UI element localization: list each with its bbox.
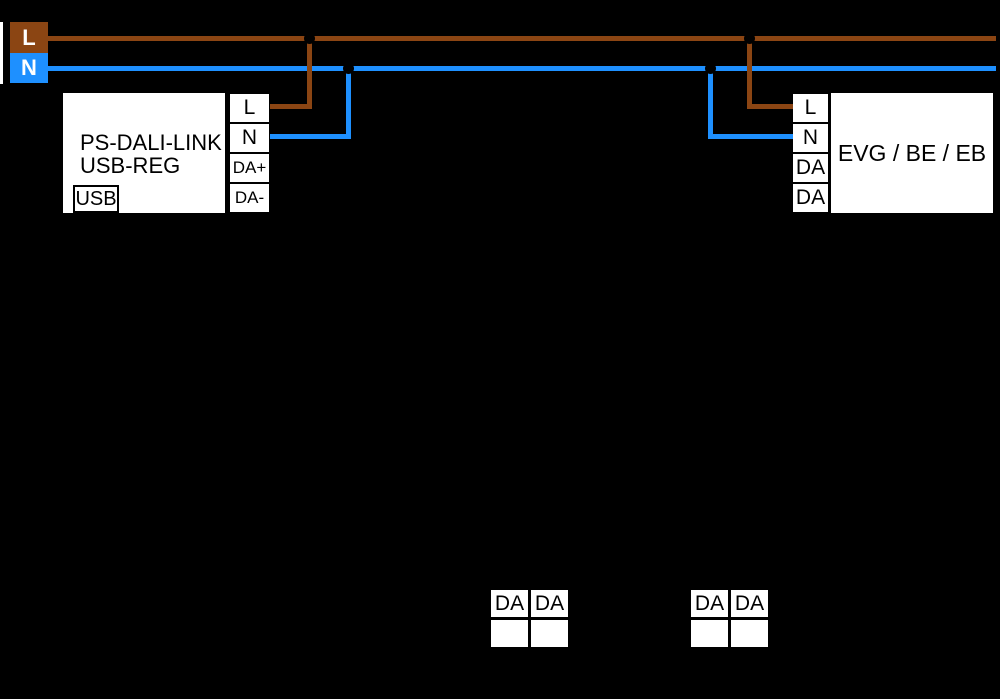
evg-neutral-drop-horizontal bbox=[708, 134, 793, 139]
ps-neutral-drop-horizontal bbox=[270, 134, 351, 139]
dali-device-2-terminal-da-2: DA bbox=[731, 590, 768, 617]
ps-neutral-drop-vertical bbox=[346, 66, 351, 139]
dali-device-1-terminal-blank-2 bbox=[531, 620, 568, 647]
dali-device-2-terminal-blank-1 bbox=[691, 620, 728, 647]
evg-live-drop-horizontal bbox=[747, 104, 793, 109]
live-bus-wire bbox=[48, 36, 996, 41]
left-edge-crop-artifact bbox=[0, 22, 3, 84]
evg-terminal-da-1: DA bbox=[793, 154, 828, 182]
ps-terminal-n: N bbox=[230, 124, 269, 152]
dali-control-device-1: DA DA bbox=[491, 590, 568, 647]
evg-live-drop-vertical bbox=[747, 36, 752, 109]
supply-live-badge: L bbox=[10, 22, 48, 53]
junction-dot-live-right bbox=[744, 33, 755, 44]
usb-port-label-box: USB bbox=[73, 185, 119, 213]
dali-device-2-terminal-da-1: DA bbox=[691, 590, 728, 617]
evg-terminal-l: L bbox=[793, 94, 828, 122]
ps-live-drop-horizontal bbox=[270, 104, 312, 109]
ps-terminal-da-minus: DA- bbox=[230, 184, 269, 212]
ps-terminal-l: L bbox=[230, 94, 269, 122]
supply-neutral-badge: N bbox=[10, 53, 48, 83]
ps-device-title-line1: PS-DALI-LINK bbox=[80, 130, 222, 155]
dali-control-device-2: DA DA bbox=[691, 590, 768, 647]
ps-device-title: PS-DALI-LINK USB-REG bbox=[80, 131, 222, 177]
dali-device-2-terminal-blank-2 bbox=[731, 620, 768, 647]
ps-live-drop-vertical bbox=[307, 36, 312, 109]
dali-device-1-terminal-da-1: DA bbox=[491, 590, 528, 617]
neutral-bus-wire bbox=[48, 66, 996, 71]
junction-dot-neutral-right bbox=[705, 63, 716, 74]
evg-terminal-n: N bbox=[793, 124, 828, 152]
junction-dot-neutral-left bbox=[343, 63, 354, 74]
evg-terminal-da-2: DA bbox=[793, 184, 828, 212]
ps-device-title-line2: USB-REG bbox=[80, 153, 181, 178]
ps-terminal-da-plus: DA+ bbox=[230, 154, 269, 182]
dali-device-1-terminal-da-2: DA bbox=[531, 590, 568, 617]
evg-device-box: EVG / BE / EB bbox=[831, 93, 993, 213]
dali-device-1-terminal-blank-1 bbox=[491, 620, 528, 647]
junction-dot-live-left bbox=[304, 33, 315, 44]
evg-neutral-drop-vertical bbox=[708, 66, 713, 139]
